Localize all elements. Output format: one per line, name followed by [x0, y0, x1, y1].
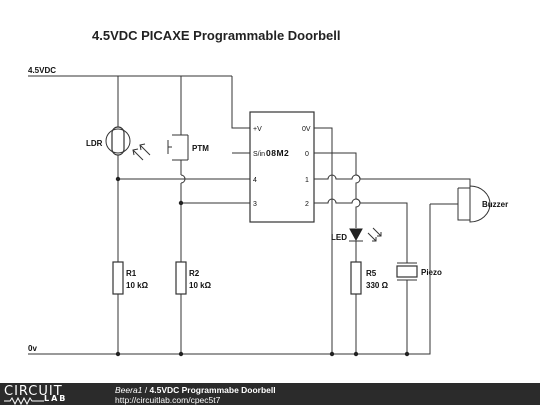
r5-name: R5	[366, 269, 377, 278]
ptm-button: PTM	[167, 76, 209, 262]
schematic-diagram: 4.5VDC PICAXE Programmable Doorbell 4.5V…	[28, 28, 508, 357]
wire-vplus	[231, 76, 250, 129]
resistor-r1: R1 10 kΩ	[112, 261, 149, 357]
piezo-label: Piezo	[421, 268, 442, 277]
resistor-r5: R5 330 Ω	[329, 261, 389, 357]
logo-text-top: CIRCUIT	[4, 384, 63, 399]
circuit-url[interactable]: http://circuitlab.com/cpec5t7	[115, 395, 221, 405]
piezo-component: Piezo	[396, 262, 442, 354]
diagram-title: 4.5VDC PICAXE Programmable Doorbell	[92, 28, 341, 43]
wire-pin2	[314, 198, 408, 263]
r2-value: 10 kΩ	[189, 281, 212, 290]
ground-rail: 0v	[28, 344, 410, 355]
positive-rail: 4.5VDC	[28, 66, 232, 77]
resistor-r2: R2 10 kΩ	[175, 261, 212, 357]
wire-pin0	[314, 152, 361, 228]
r2-name: R2	[189, 269, 200, 278]
wire-pin1	[314, 174, 471, 188]
circuit-title: 4.5VDC Programmabe Doorbell	[149, 385, 276, 395]
ldr-component: LDR	[86, 76, 151, 262]
junction-ldr	[115, 176, 121, 182]
r5-value: 330 Ω	[366, 281, 389, 290]
pin-sin: S/in	[253, 151, 265, 158]
footer-bar: CIRCUIT LAB Beera1 / 4.5VDC Programmabe …	[0, 383, 540, 405]
buzzer-component: Buzzer	[404, 185, 508, 357]
circuitlab-logo[interactable]: CIRCUIT LAB	[4, 384, 96, 405]
resistor-squiggle-icon	[4, 397, 44, 405]
junction-ptm	[178, 200, 184, 206]
led-component: LED	[331, 227, 382, 262]
pin-3: 3	[253, 201, 257, 208]
ground-rail-label: 0v	[28, 344, 37, 353]
author-name[interactable]: Beera1	[115, 385, 143, 395]
r1-name: R1	[126, 269, 137, 278]
pin-0v: 0V	[302, 126, 311, 133]
logo-text-bottom: LAB	[44, 394, 68, 403]
pin-4: 4	[253, 177, 257, 184]
pin-0: 0	[305, 151, 309, 158]
wire-0v	[314, 127, 333, 354]
buzzer-label: Buzzer	[482, 200, 508, 209]
author-separator: /	[142, 385, 150, 395]
pin-2: 2	[305, 201, 309, 208]
footer-text: Beera1 / 4.5VDC Programmabe Doorbell htt…	[115, 385, 276, 405]
pin-1: 1	[305, 177, 309, 184]
ptm-label: PTM	[192, 144, 209, 153]
chip-08m2: 08M2 +V S/in 4 3 0V 0 1 2	[249, 111, 315, 223]
chip-name: 08M2	[266, 148, 289, 158]
pin-vplus: +V	[253, 126, 262, 133]
positive-rail-label: 4.5VDC	[28, 66, 56, 75]
r1-value: 10 kΩ	[126, 281, 149, 290]
led-label: LED	[331, 233, 347, 242]
ldr-label: LDR	[86, 139, 103, 148]
